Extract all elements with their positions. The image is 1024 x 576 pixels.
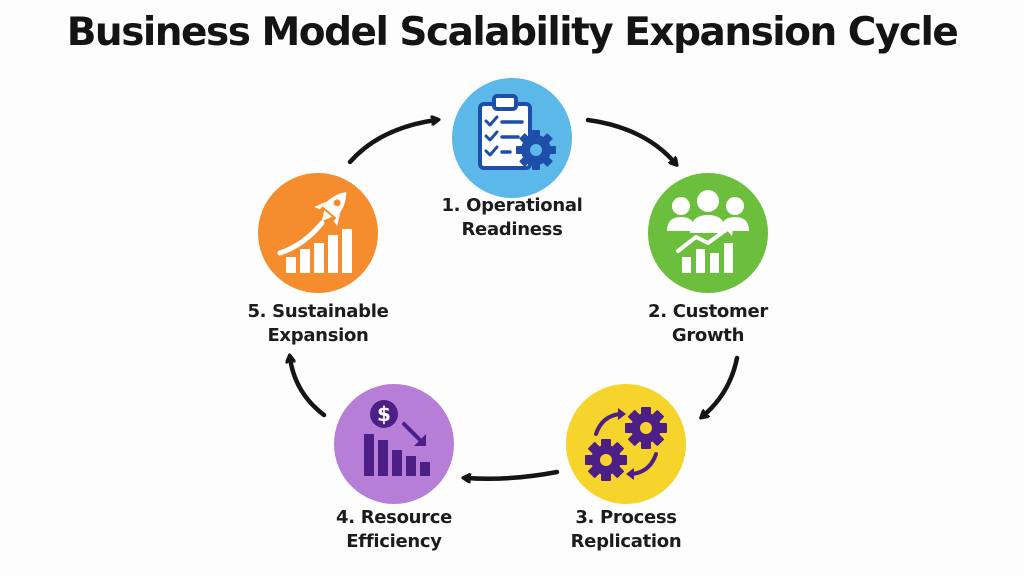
arrow-1-to-2 bbox=[585, 117, 675, 163]
arrow-5-to-1 bbox=[347, 120, 436, 165]
step-3-circle bbox=[566, 384, 686, 504]
arrow-3-to-4 bbox=[466, 469, 560, 479]
step-4-label: 4. Resource Efficiency bbox=[335, 507, 453, 552]
step-2-circle bbox=[648, 173, 768, 293]
arrow-4-to-5 bbox=[290, 358, 327, 418]
dollar-decline-chart-icon: $ bbox=[334, 384, 454, 504]
step-1-circle bbox=[452, 78, 572, 198]
page-title: Business Model Scalability Expansion Cyc… bbox=[66, 10, 959, 55]
arrow-2-to-3 bbox=[703, 355, 740, 416]
rocket-chart-icon bbox=[258, 173, 378, 293]
step-2-label: 2. Customer Growth bbox=[648, 301, 768, 346]
step-4-circle: $ bbox=[334, 384, 454, 504]
step-3-label: 3. Process Replication bbox=[570, 507, 682, 552]
svg-text:$: $ bbox=[377, 402, 391, 426]
step-5-circle bbox=[258, 173, 378, 293]
clipboard-gear-icon bbox=[452, 78, 572, 198]
gears-cycle-icon bbox=[566, 384, 686, 504]
step-1-label: 1. Operational Readiness bbox=[441, 195, 583, 240]
people-growth-chart-icon bbox=[648, 173, 768, 293]
step-5-label: 5. Sustainable Expansion bbox=[247, 301, 389, 346]
